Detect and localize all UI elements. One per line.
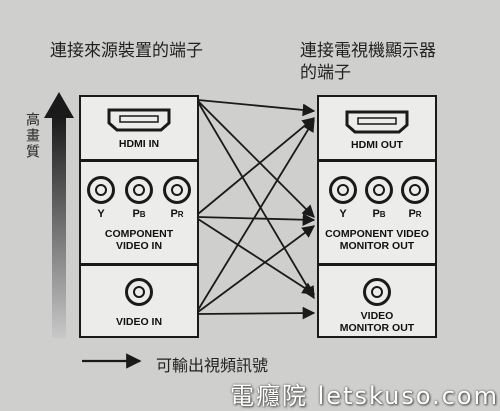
y-jack-icon [87,176,115,204]
video-out-panel: VIDEO MONITOR OUT [317,264,437,338]
arrow-video-to-component [197,225,316,313]
arrow-component-to-component [197,213,316,227]
arrow-hdmi-to-hdmi [197,99,316,117]
y-jack-icon [329,176,357,204]
pb-jack-label: PB [372,208,386,220]
arrow-video-to-hdmi [197,118,315,311]
hdmi-out-panel: HDMI OUT [317,95,437,161]
quality-arrow-head [44,92,74,118]
arrow-hdmi-to-component [197,100,315,218]
video-in-panel: VIDEO IN [79,264,199,338]
video-jack-icon [363,278,391,306]
source-header: 連接來源裝置的端子 [50,41,203,61]
hdmi-port-icon [345,110,409,134]
hdmi-out-label: HDMI OUT [351,139,403,151]
pb-jack-icon [125,176,153,204]
pr-jack-icon [163,176,191,204]
component-in-label: COMPONENT VIDEO IN [104,228,174,252]
pr-jack-label: PR [408,208,422,220]
pr-jack-label: PR [170,208,184,220]
quality-axis-label: 高畫質 [24,112,40,160]
component-out-panel: Y PB PR COMPONENT VIDEO MONITOR OUT [317,160,437,265]
component-in-panel: Y PB PR COMPONENT VIDEO IN [79,160,199,265]
arrow-component-to-hdmi [197,117,315,215]
pr-jack-icon [401,176,429,204]
component-out-label: COMPONENT VIDEO MONITOR OUT [325,228,429,252]
display-header: 連接電視機顯示器 的端子 [300,41,436,83]
video-in-label: VIDEO IN [115,316,163,328]
hdmi-port-icon [107,108,171,132]
y-jack-label: Y [339,208,347,220]
legend-text: 可輸出視頻訊號 [156,356,269,375]
quality-arrow-shaft [52,116,66,338]
y-jack-label: Y [97,208,105,220]
arrow-video-to-video [197,306,316,320]
video-out-label: VIDEO MONITOR OUT [339,310,415,334]
pb-jack-icon [365,176,393,204]
watermark: 電癮院 letskuso.com [230,382,499,410]
hdmi-in-panel: HDMI IN [79,95,199,161]
arrow-hdmi-to-video [197,101,315,300]
arrow-component-to-video [197,218,316,295]
pb-jack-label: PB [132,208,146,220]
video-jack-icon [125,278,153,306]
hdmi-in-label: HDMI IN [118,138,160,150]
